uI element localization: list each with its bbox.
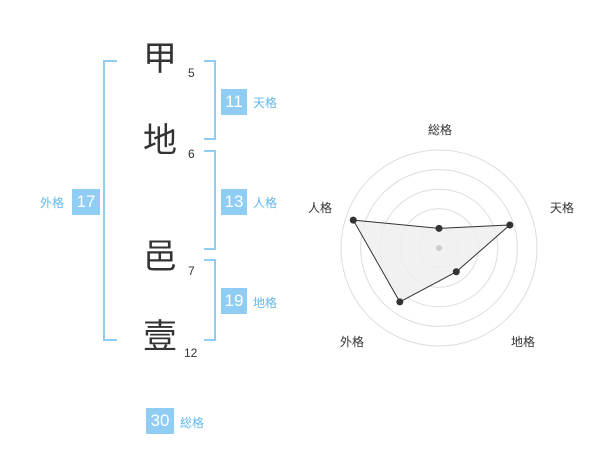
radar-center [436, 245, 442, 251]
radar-polygon [352, 219, 512, 303]
stroke-count-4: 12 [184, 346, 198, 360]
name-char-1: 甲 [143, 39, 177, 79]
tenkaku-bracket [204, 60, 216, 140]
jinkaku-label: 人格 [253, 196, 278, 210]
tenkaku-label: 天格 [253, 96, 278, 110]
stroke-count-3: 7 [188, 264, 195, 278]
jinkaku-bracket [204, 150, 216, 250]
name-char-3: 邑 [143, 237, 177, 277]
stroke-count-2: 6 [188, 147, 195, 161]
gaikaku-label: 外格 [40, 196, 65, 210]
gaikaku-badge: 17 [72, 189, 100, 215]
radar-point-2 [452, 268, 460, 276]
radar-ring [340, 149, 538, 347]
radar-label-chikaku: 地格 [511, 335, 536, 349]
radar-point-3 [396, 298, 404, 306]
soukaku-badge: 30 [146, 408, 174, 434]
soukaku-label: 総格 [180, 416, 205, 430]
stroke-count-1: 5 [188, 66, 195, 80]
radar-point-4 [349, 216, 357, 224]
tenkaku-badge: 11 [221, 89, 247, 115]
name-char-2: 地 [143, 121, 177, 161]
chikaku-bracket [204, 259, 216, 341]
radar-label-gaikaku: 外格 [340, 335, 365, 349]
radar-ring [360, 169, 518, 327]
gaikaku-bracket [103, 60, 117, 341]
chikaku-badge: 19 [221, 288, 247, 314]
jinkaku-badge: 13 [221, 189, 247, 215]
radar-point-0 [435, 224, 443, 232]
radar-label-soukaku: 総格 [428, 123, 453, 137]
radar-label-jinkaku: 人格 [308, 201, 333, 215]
radar-point-1 [506, 221, 514, 229]
radar-label-tenkaku: 天格 [550, 201, 575, 215]
chikaku-label: 地格 [253, 296, 278, 310]
name-char-4: 壹 [143, 317, 177, 357]
